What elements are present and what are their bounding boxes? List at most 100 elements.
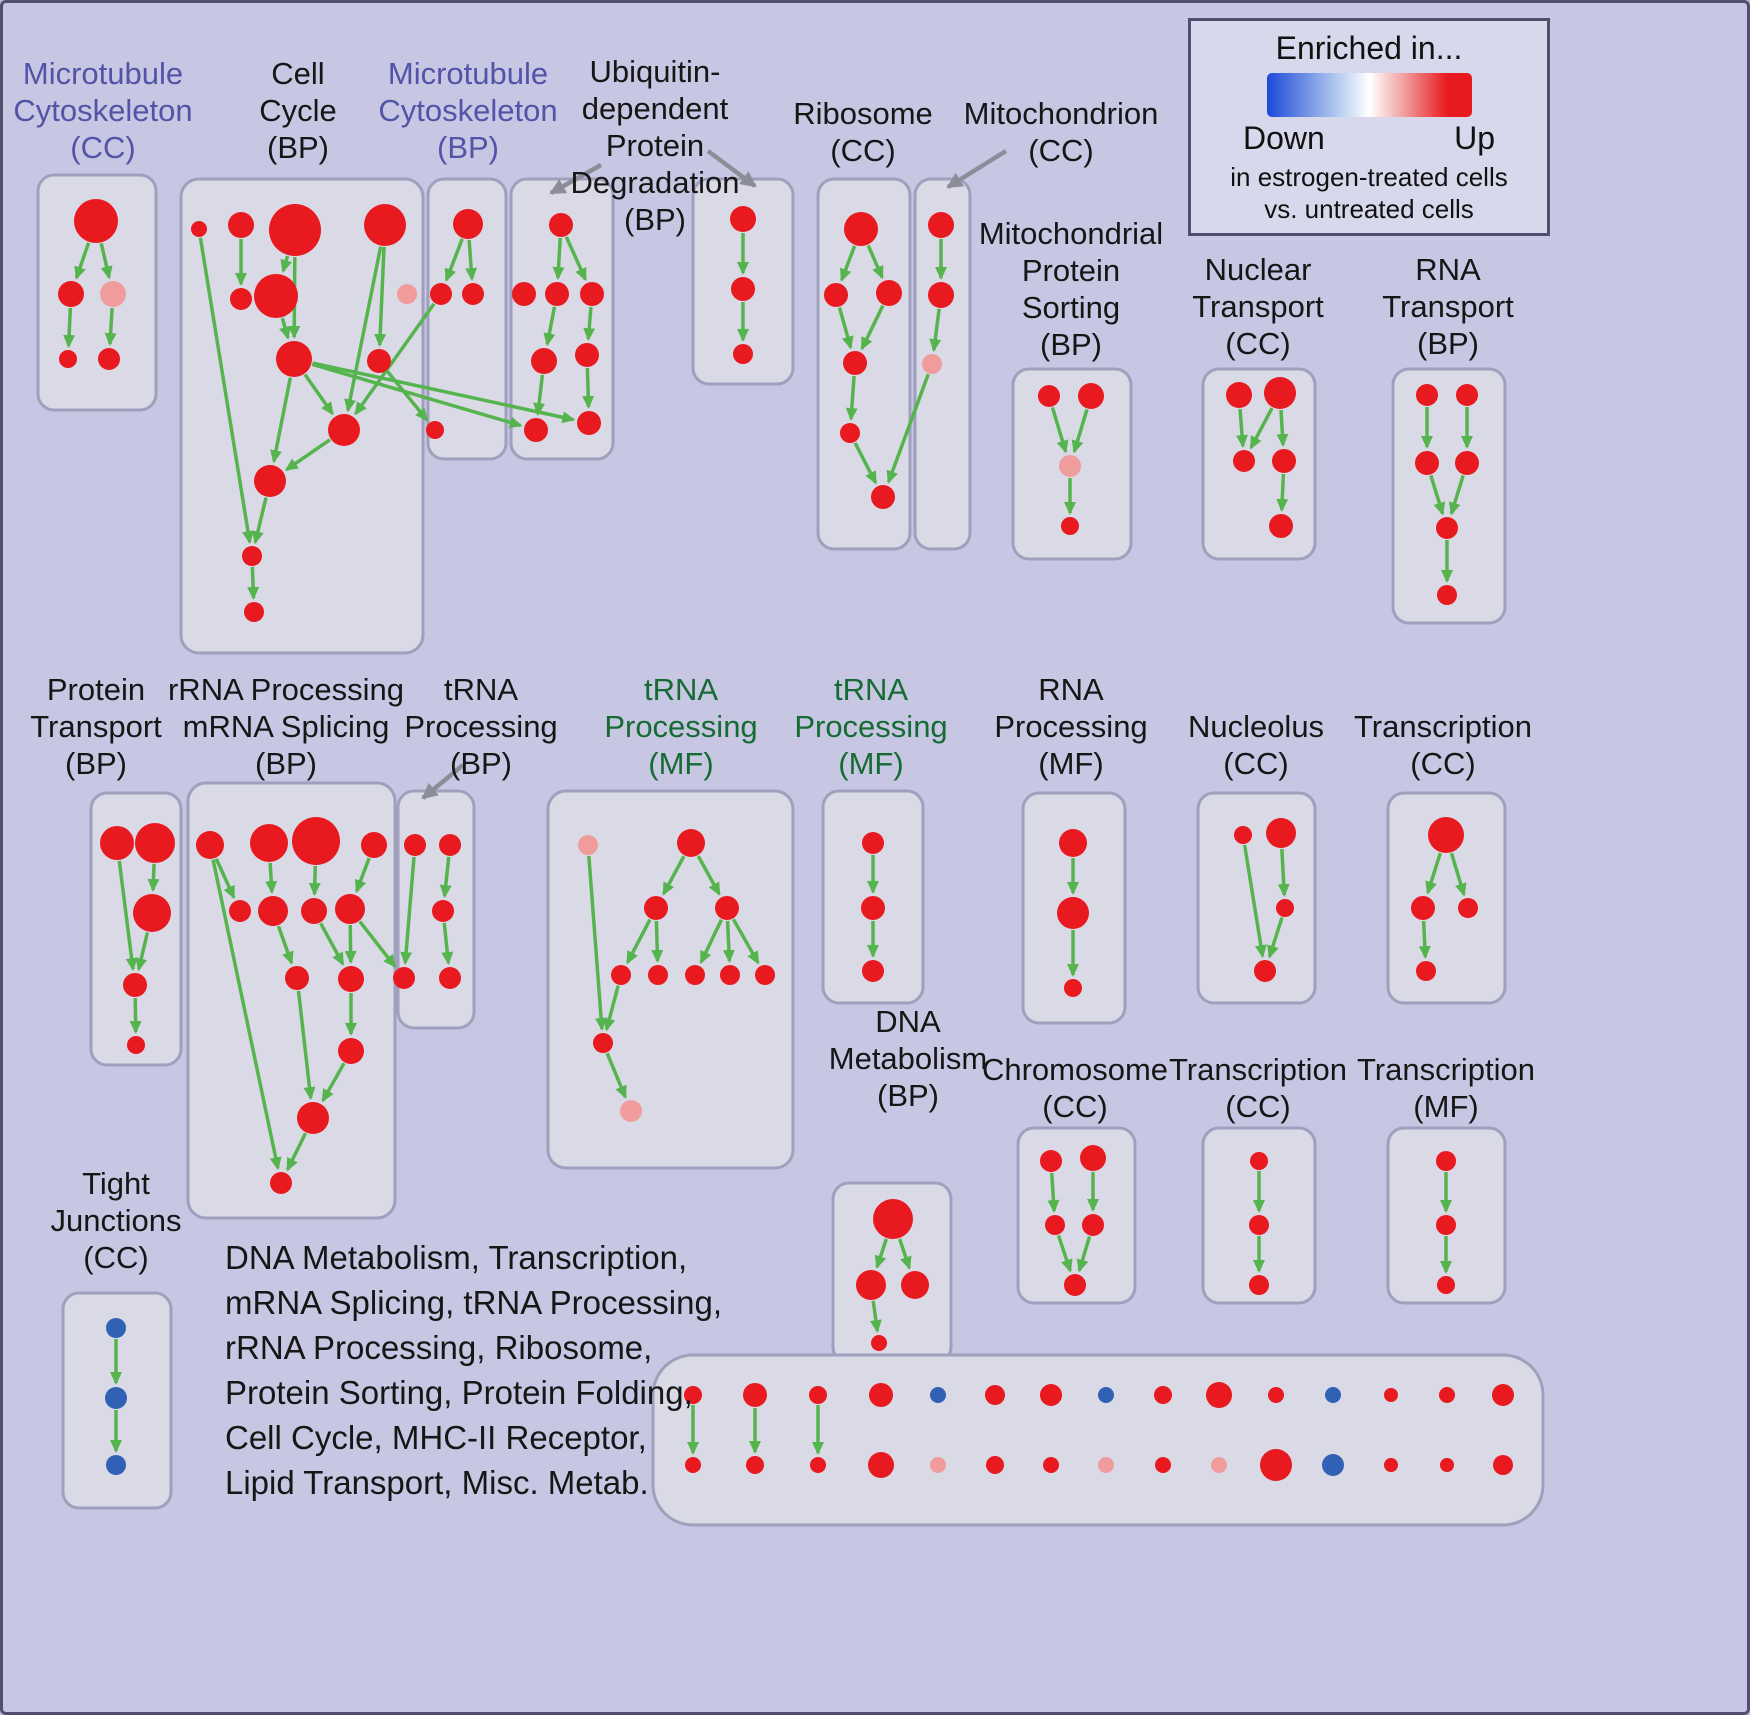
cluster-box-chromosome-cc: [1016, 1126, 1137, 1305]
go-term-node: [524, 418, 548, 442]
go-term-node: [439, 967, 461, 989]
go-term-node: [439, 834, 461, 856]
legend: Enriched in... Down Up in estrogen-treat…: [1188, 18, 1550, 236]
go-term-node: [1254, 960, 1276, 982]
edge-arrow: [543, 306, 557, 347]
go-term-node: [720, 965, 740, 985]
legend-up-label: Up: [1454, 120, 1495, 156]
go-term-node: [123, 973, 147, 997]
go-term-node: [862, 960, 884, 982]
go-term-node: [462, 283, 484, 305]
go-term-node: [1493, 1455, 1513, 1475]
edge-arrow: [662, 855, 686, 896]
edge-arrow: [280, 255, 293, 273]
go-term-node: [228, 212, 254, 238]
go-term-node: [1249, 1215, 1269, 1235]
go-term-node: [1226, 382, 1252, 408]
go-term-node: [127, 1036, 145, 1054]
go-term-node: [242, 546, 262, 566]
go-term-node: [338, 966, 364, 992]
label-protein-transport-bp: Protein Transport (BP): [30, 672, 162, 781]
edge-arrow: [1449, 852, 1467, 897]
go-term-node: [824, 283, 848, 307]
edge-arrow: [303, 373, 334, 416]
edge-arrow: [837, 307, 854, 350]
go-term-node: [1416, 961, 1436, 981]
edge-arrow: [533, 374, 546, 417]
go-term-node: [1411, 896, 1435, 920]
edge-arrow: [74, 242, 91, 280]
go-term-node: [1080, 1145, 1106, 1171]
cluster-box-misc-terms: [651, 1353, 1545, 1527]
go-term-node: [1038, 385, 1060, 407]
go-term-node: [861, 896, 885, 920]
go-term-node: [1264, 377, 1296, 409]
edge-arrow: [1429, 474, 1446, 516]
go-term-node: [922, 354, 942, 374]
annotation-arrows-layer: [421, 149, 1008, 800]
edge-arrow: [63, 307, 76, 349]
edge-arrow: [1242, 844, 1267, 959]
edge-arrow: [129, 997, 142, 1035]
go-term-node: [1233, 450, 1255, 472]
label-pointer-arrow: [549, 163, 603, 195]
edge-arrow: [439, 856, 452, 899]
edge-arrow: [897, 1238, 912, 1270]
go-term-node: [1455, 451, 1479, 475]
go-term-node: [1082, 1214, 1104, 1236]
legend-title: Enriched in...: [1275, 30, 1463, 66]
go-term-node: [862, 832, 884, 854]
go-term-node: [1492, 1384, 1514, 1406]
go-term-node: [98, 348, 120, 370]
go-term-node: [432, 900, 454, 922]
go-term-node: [844, 212, 878, 246]
edge-arrow: [296, 990, 316, 1101]
go-term-node: [335, 894, 365, 924]
cluster-box-microtubule-cytoskeleton-bp: [426, 177, 508, 461]
edge-arrow: [385, 369, 429, 422]
go-term-node: [230, 288, 252, 310]
go-term-node: [1415, 451, 1439, 475]
go-term-node: [1384, 1388, 1398, 1402]
edge-arrow: [1249, 407, 1274, 450]
label-rrna-processing-mrna-splicing-bp: rRNA Processing mRNA Splicing (BP): [167, 672, 405, 781]
edges-layer: [63, 233, 1473, 1455]
go-term-node: [928, 212, 954, 238]
edge-arrow: [1276, 409, 1289, 448]
go-term-node: [1249, 1275, 1269, 1295]
edge-arrow: [625, 918, 652, 965]
go-term-node: [871, 1335, 887, 1351]
go-term-node: [677, 829, 705, 857]
label-transcription-mf: Transcription (MF): [1356, 1052, 1536, 1124]
label-rna-processing-mf: RNA Processing (MF): [994, 672, 1148, 781]
go-term-node: [611, 965, 631, 985]
go-term-node: [1439, 1387, 1455, 1403]
go-term-node: [730, 206, 756, 232]
edge-arrow: [444, 238, 464, 282]
edge-arrow: [104, 307, 117, 347]
go-term-node: [1061, 517, 1079, 535]
label-tight-junctions-cc: Tight Junctions (CC): [50, 1166, 182, 1275]
go-term-node: [1057, 897, 1089, 929]
go-term-node: [1437, 585, 1457, 605]
edge-arrow: [308, 865, 321, 897]
edge-arrow: [147, 863, 160, 893]
go-term-node: [1458, 898, 1478, 918]
edge-arrow: [582, 367, 595, 410]
cluster-box-rrna-processing-mrna-splicing-bp: [186, 781, 397, 1220]
edge-arrow: [211, 859, 282, 1171]
edge-arrow: [583, 306, 596, 342]
edge-arrow: [869, 1300, 882, 1334]
go-term-node: [578, 835, 598, 855]
go-term-node: [731, 277, 755, 301]
go-term-node: [1272, 449, 1296, 473]
cluster-box-mitochondrion-cc: [913, 177, 972, 551]
go-term-node: [685, 965, 705, 985]
edge-arrow: [265, 862, 278, 895]
edge-arrow: [564, 236, 588, 282]
label-nuclear-transport-cc: Nuclear Transport (CC): [1192, 252, 1324, 361]
go-term-node: [1040, 1150, 1062, 1172]
cluster-box-trna-processing-mf-a: [546, 789, 795, 1170]
label-trna-processing-mf-a: tRNA Processing (MF): [604, 672, 758, 781]
go-term-node: [620, 1100, 642, 1122]
